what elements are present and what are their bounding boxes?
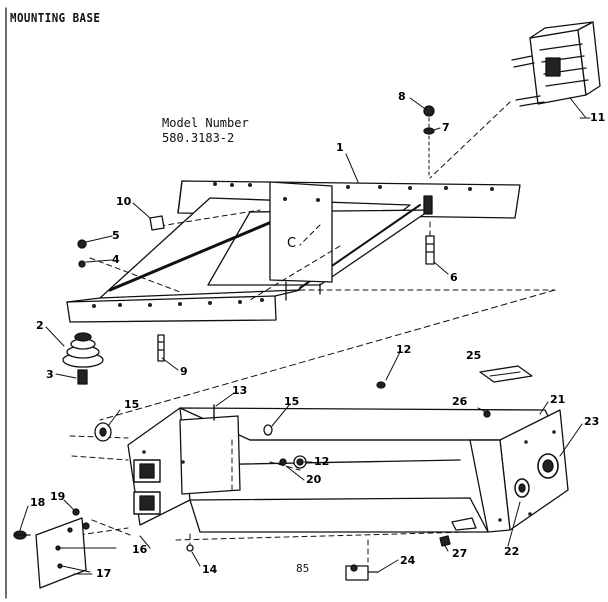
part-number-7: 7 [442,121,450,134]
part-number-20: 20 [306,473,322,486]
screw-3 [77,369,88,385]
model-number-label: Model Number [162,116,249,130]
part-number-14: 14 [202,563,218,576]
part-number-25: 25 [466,349,482,362]
leader-lines [19,97,591,575]
nut-8 [423,105,435,117]
part-number-3: 3 [46,368,54,381]
box-holes [142,430,556,522]
part-number-13: 13 [232,384,248,397]
screws-19 [72,508,90,530]
projection-lines-upper [89,209,556,301]
frame-letter: C [287,236,297,251]
part-number-4: 4 [112,253,120,266]
part-number-16: 16 [132,543,148,556]
part-number-1: 1 [336,141,344,154]
cover-plate-17 [35,517,117,589]
part-number-17: 17 [96,567,112,580]
electrical-box [127,407,569,533]
part-number-8: 8 [398,90,406,103]
part-number-5: 5 [112,229,120,242]
part-number-9: 9 [180,365,188,378]
nut-20 [279,458,287,466]
screw-5 [77,239,87,249]
screw-9 [157,334,165,362]
part-number-26: 26 [452,395,468,408]
part-number-2: 2 [36,319,44,332]
part-number-24: 24 [400,554,416,567]
part-number-12-lower: 12 [314,455,330,468]
part-number-11: 11 [590,111,606,124]
part-number-19: 19 [50,490,66,503]
grommet-15-right [263,424,273,436]
page-number: 85 [296,562,310,575]
clip-27 [439,535,451,547]
part-number-23: 23 [584,415,600,428]
part-number-18: 18 [30,496,46,509]
fastener-12-top [376,381,386,389]
part-number-15-left: 15 [124,398,140,411]
frame-holes [92,182,494,308]
part-number-15-right: 15 [284,395,300,408]
part-number-6: 6 [450,271,458,284]
part-number-10: 10 [116,195,132,208]
switch-24 [345,564,379,581]
spring-mount-2 [62,332,104,368]
part-number-21: 21 [550,393,566,406]
screw-14 [186,544,194,552]
model-number-value: 580.3183-2 [162,131,235,145]
part-number-27: 27 [452,547,468,560]
nut-10 [149,215,165,231]
part-number-22: 22 [504,545,520,558]
mounting-frame [66,180,521,323]
transformer [511,21,601,119]
screw-26 [483,410,491,418]
bolt-6 [425,235,435,265]
washer-4 [78,260,86,268]
part-number-12-top: 12 [396,343,412,356]
screw-18 [13,530,31,540]
diagram-title: MOUNTING BASE [10,11,101,25]
